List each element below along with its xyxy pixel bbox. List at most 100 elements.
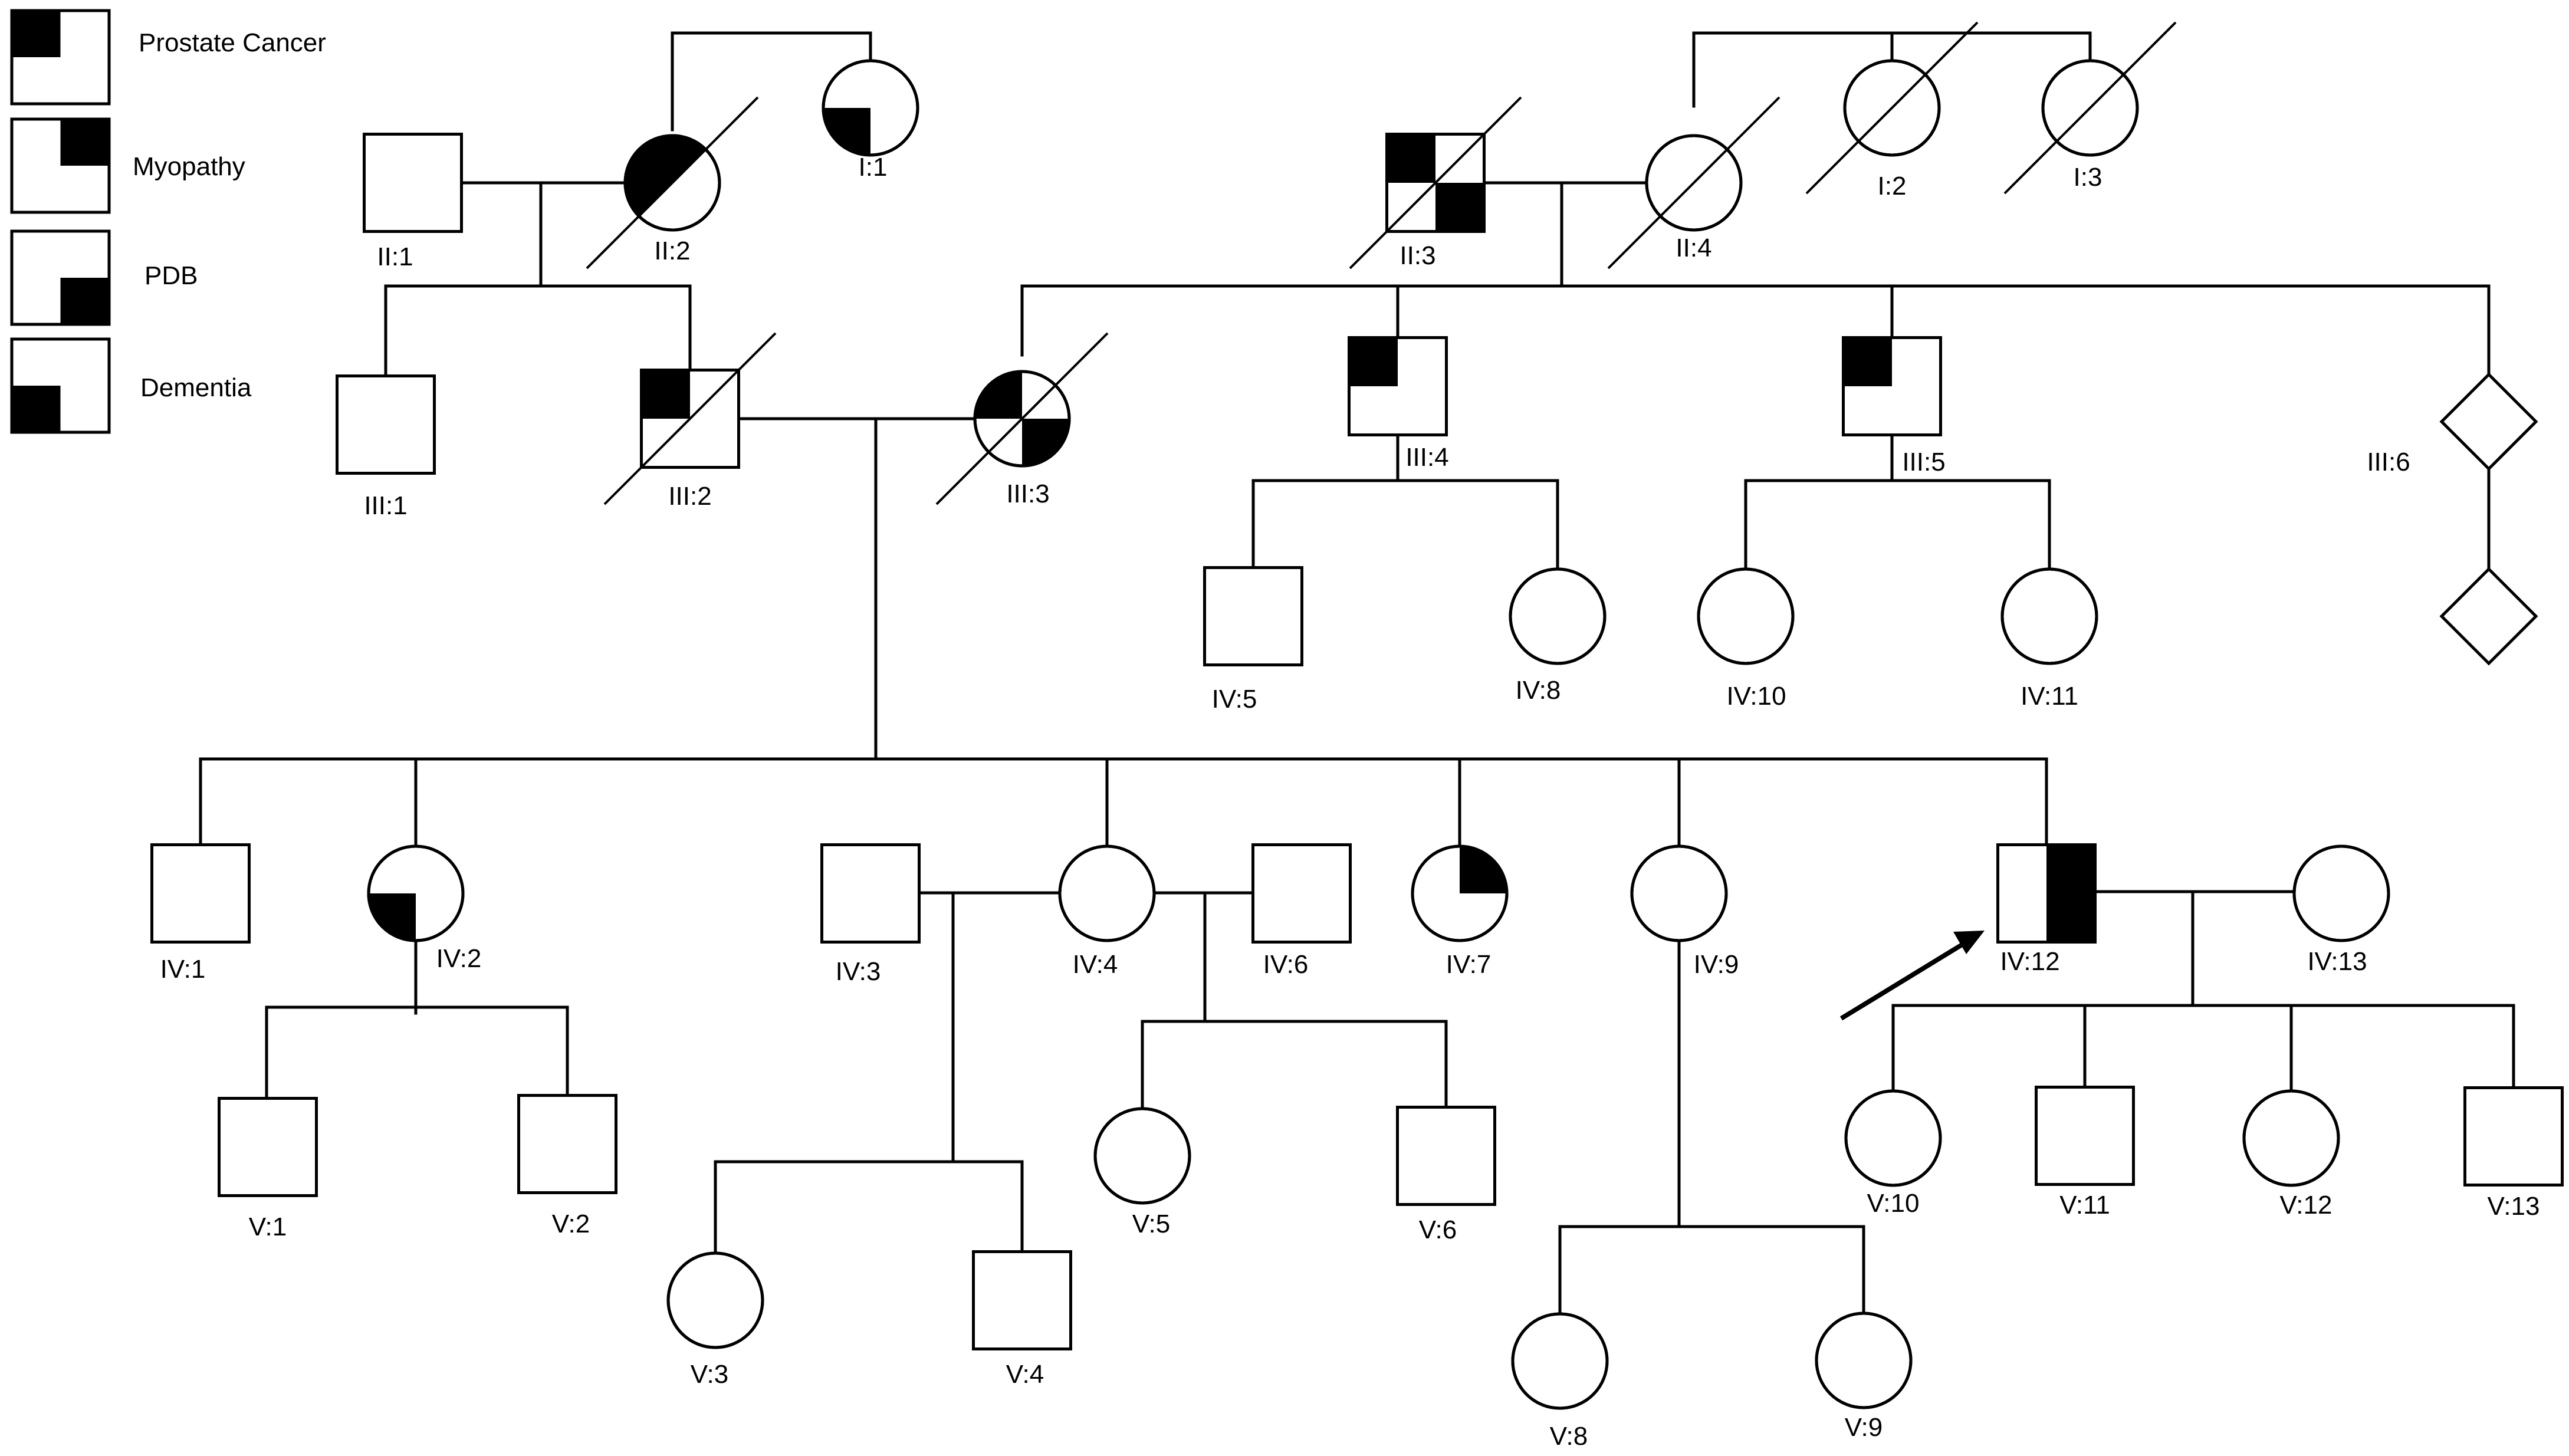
individuals-group: [150, 21, 2564, 1410]
individual-label: I:2: [1878, 172, 1907, 201]
individual-label: I:3: [2074, 163, 2102, 192]
symbol-outline: [336, 374, 436, 475]
symbol-outline: [2242, 1089, 2340, 1187]
individual-iv-1: [150, 843, 251, 944]
affected-fill: [369, 893, 416, 941]
symbol-outline: [973, 370, 1071, 468]
affected-fill: [1460, 846, 1507, 893]
individual-label: IV:6: [1263, 950, 1309, 979]
individual-label: III:3: [1006, 479, 1049, 508]
symbol-outline: [1058, 844, 1156, 942]
individual-iv-8: [1509, 567, 1607, 665]
individual-v-2: [517, 1094, 617, 1194]
legend-item-pdb: PDB: [10, 229, 198, 326]
deceased-slash: [1805, 21, 1979, 195]
individual-v-4: [972, 1250, 1072, 1350]
sibship-line-iii5-children: [1744, 479, 2051, 571]
individual-label: I:1: [859, 153, 888, 182]
male-square-symbol: [517, 1094, 617, 1194]
individual-label: IV:5: [1212, 685, 1257, 714]
affected-fill: [1843, 337, 1892, 386]
legend-item-dementia: Dementia: [10, 337, 252, 434]
male-square-symbol: [1396, 1106, 1496, 1206]
symbol-outline: [1697, 567, 1795, 665]
affected-fill: [625, 135, 706, 216]
individual-i-2: [1805, 21, 1979, 195]
affected-fill: [823, 108, 870, 155]
individual-iv-7: [1411, 844, 1509, 942]
legend-item-prostate-cancer: Prostate Cancer: [10, 9, 326, 106]
individual-label: IV:12: [2000, 947, 2059, 976]
sibship-line-iii1-iii2: [384, 284, 692, 379]
individual-iv-13: [2292, 844, 2390, 942]
symbol-outline: [1815, 1312, 1913, 1409]
individual-iii-5: [1842, 336, 1942, 436]
individual-label: II:3: [1400, 241, 1435, 270]
individual-label: V:12: [2280, 1191, 2333, 1220]
individual-label: IV:8: [1516, 676, 1561, 705]
individual-label: IV:1: [160, 955, 206, 984]
individual-v-3: [666, 1251, 764, 1349]
male-square-symbol: [972, 1250, 1072, 1350]
symbol-outline: [1645, 134, 1743, 232]
legend-item-myopathy: Myopathy: [10, 117, 245, 214]
individual-label: III:2: [668, 482, 711, 511]
individual-label: III:1: [364, 491, 407, 520]
male-square-symbol: [2035, 1086, 2135, 1186]
legend-label: Myopathy: [133, 152, 245, 181]
individual-v-6: [1396, 1106, 1496, 1206]
sibship-line-gen-iii: [1020, 284, 2491, 379]
individual-label: IV:11: [2021, 682, 2078, 711]
individual-label: IV:4: [1073, 950, 1118, 979]
symbol-outline: [822, 59, 919, 157]
individual-label: IV:2: [436, 944, 482, 973]
individual-iv-2: [367, 844, 465, 942]
male-square-symbol: [218, 1097, 318, 1197]
relationship-lines: [199, 31, 2515, 1314]
individual-ii-2: [586, 96, 759, 269]
affected-fill: [975, 372, 1022, 419]
individual-v-9: [1815, 1312, 1913, 1409]
legend-label: PDB: [144, 261, 198, 290]
individual-ii-4: [1607, 96, 1780, 269]
symbol-outline: [2000, 567, 2098, 665]
symbol-outline: [623, 134, 721, 232]
individual-label: V:3: [691, 1360, 728, 1389]
symbol-outline: [820, 843, 921, 944]
individual-label: IV:13: [2307, 947, 2367, 976]
symbol-outline: [1385, 133, 1486, 233]
individual-label: III:6: [2367, 448, 2410, 476]
individual-iii-6-child: [2439, 567, 2538, 666]
sibship-line-iii4-children: [1251, 479, 1559, 571]
individual-iv-5: [1203, 566, 1303, 666]
symbol-outline: [1348, 336, 1448, 436]
affected-fill: [641, 370, 690, 419]
symbol-outline: [2292, 844, 2390, 942]
symbol-outline: [517, 1094, 617, 1194]
individual-label: II:2: [654, 236, 690, 265]
individual-ii-1: [363, 133, 463, 233]
legend-swatch-quadrant: [12, 386, 61, 432]
affected-fill: [1349, 337, 1398, 386]
individual-v-8: [1511, 1312, 1609, 1410]
sibship-line-iv4-iv6-children: [1141, 1020, 1448, 1110]
male-square-symbol: [820, 843, 921, 944]
proband-arrow-shaft: [1839, 941, 1966, 1021]
individual-label: II:4: [1676, 234, 1711, 262]
individual-iv-11: [2000, 567, 2098, 665]
deceased-slash: [1349, 96, 1522, 269]
symbol-outline: [367, 844, 465, 942]
individual-label: V:8: [1550, 1422, 1588, 1451]
individual-v-10: [1844, 1089, 1942, 1187]
sibship-line-iv9-children: [1558, 1225, 1865, 1314]
male-square-symbol: [150, 843, 251, 944]
symbol-outline: [1411, 844, 1509, 942]
symbol-outline: [2041, 59, 2139, 157]
individual-label: V:1: [249, 1212, 287, 1241]
individual-iii-2: [603, 332, 777, 505]
proband-arrow: [1839, 931, 1985, 1021]
symbol-outline: [1996, 843, 2097, 944]
